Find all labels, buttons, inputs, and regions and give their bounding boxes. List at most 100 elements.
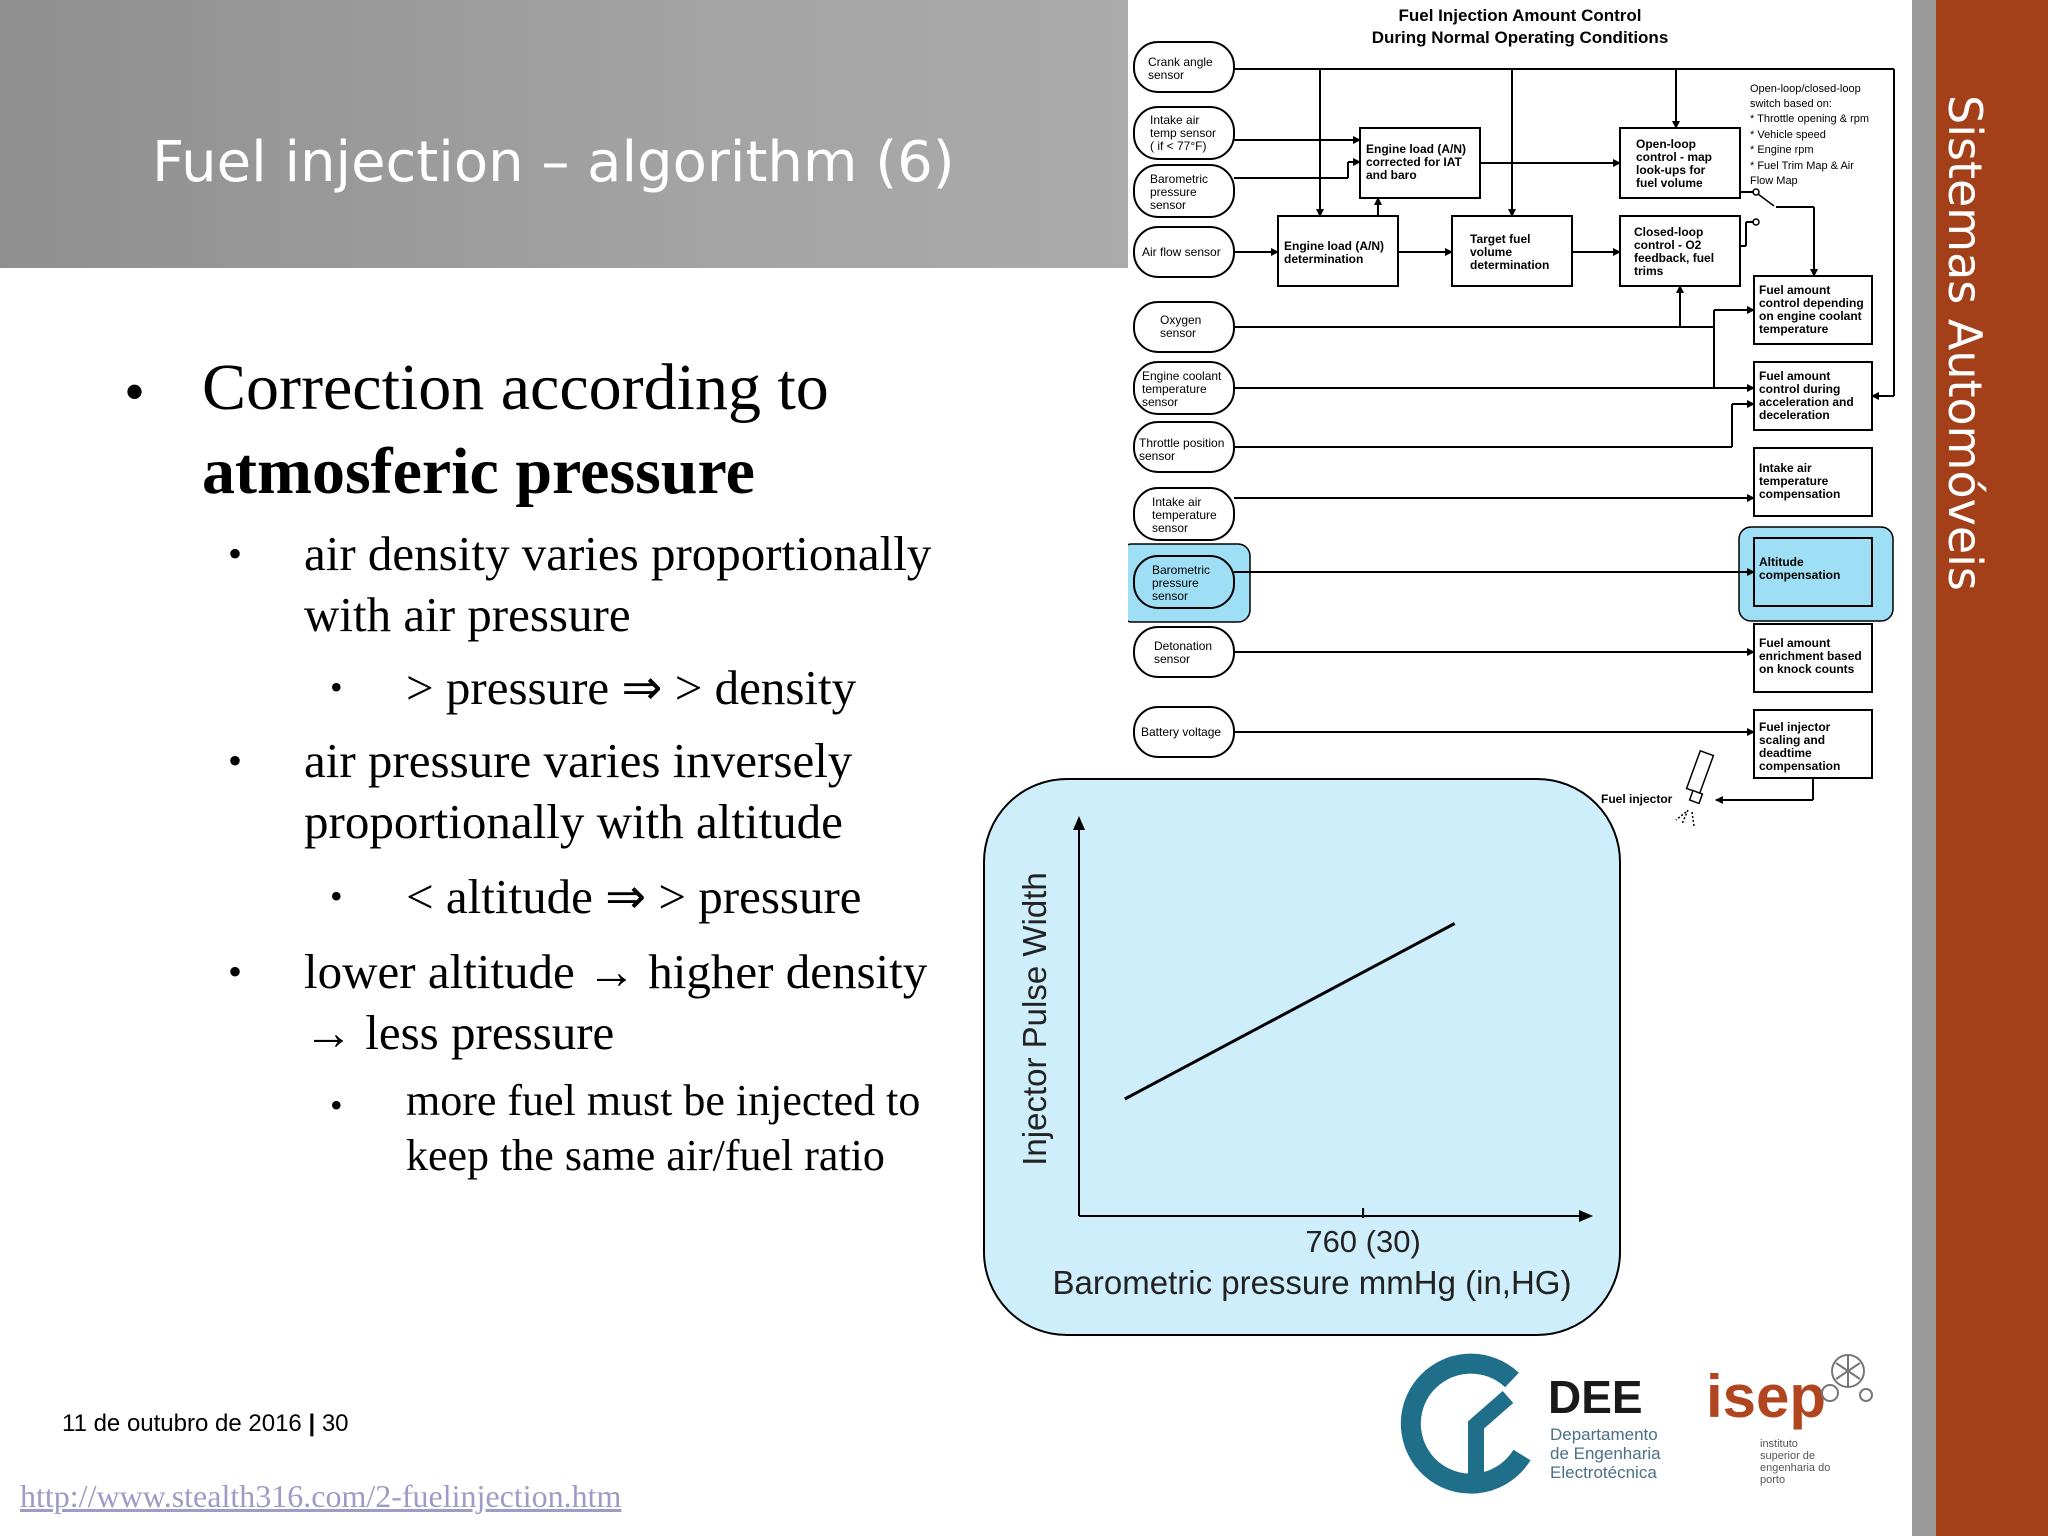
- svg-text:compensation: compensation: [1759, 568, 1840, 582]
- svg-text:look-ups for: look-ups for: [1636, 163, 1706, 177]
- svg-text:and baro: and baro: [1366, 168, 1417, 182]
- sensor-oxygen: Oxygen sensor: [1133, 301, 1235, 353]
- svg-text:Closed-loop: Closed-loop: [1634, 225, 1703, 239]
- svg-text:temperature: temperature: [1759, 322, 1829, 336]
- svg-text:determination: determination: [1470, 258, 1549, 272]
- bullet-dot: •: [330, 876, 343, 916]
- svg-text:temperature: temperature: [1142, 382, 1207, 396]
- bullet-text: keep the same air/fuel ratio: [406, 1131, 885, 1180]
- sensor-barometric-top: Barometric pressure sensor: [1133, 164, 1235, 218]
- svg-text:sensor: sensor: [1154, 652, 1190, 666]
- svg-text:Detonation: Detonation: [1154, 639, 1212, 653]
- svg-text:deceleration: deceleration: [1759, 408, 1830, 422]
- block-engine-load-corrected: Engine load (A/N) corrected for IAT and …: [1359, 127, 1481, 199]
- svg-text:sensor: sensor: [1150, 198, 1186, 212]
- isep-logo-sub: superior de: [1760, 1450, 1815, 1462]
- output-altitude-compensation: Altitude compensation: [1753, 537, 1873, 607]
- svg-text:Barometric: Barometric: [1150, 172, 1208, 186]
- svg-text:sensor: sensor: [1152, 589, 1188, 603]
- chart-x-tick-label: 760 (30): [1305, 1224, 1420, 1259]
- svg-text:Target fuel: Target fuel: [1470, 232, 1530, 246]
- sensor-crank-angle: Crank angle sensor: [1133, 41, 1235, 93]
- chart-series-line: [1124, 922, 1456, 1101]
- output-intake-air-temp-comp: Intake air temperature compensation: [1753, 447, 1873, 517]
- diagram-title: Fuel Injection Amount Control: [1398, 6, 1641, 25]
- slide-header: [0, 0, 1130, 268]
- bullet-text: with air pressure: [304, 587, 631, 642]
- slide-page-number: 30: [321, 1410, 349, 1437]
- svg-text:control during: control during: [1759, 382, 1840, 396]
- sensor-battery-voltage: Battery voltage: [1133, 706, 1235, 758]
- svg-text:control depending: control depending: [1759, 296, 1864, 310]
- svg-text:volume: volume: [1470, 245, 1512, 259]
- svg-text:Engine load (A/N): Engine load (A/N): [1366, 142, 1466, 156]
- bullet-dot: •: [124, 359, 146, 425]
- block-closed-loop: Closed-loop control - O2 feedback, fuel …: [1619, 215, 1741, 287]
- dee-logo-text: DEE: [1548, 1371, 1643, 1423]
- bullet-text: air density varies proportionally: [304, 526, 932, 581]
- sensor-air-flow: Air flow sensor: [1133, 226, 1235, 278]
- svg-text:* Engine rpm: * Engine rpm: [1750, 144, 1814, 156]
- fuel-injection-block-diagram: Fuel Injection Amount Control During Nor…: [1128, 0, 1912, 840]
- svg-text:temp sensor: temp sensor: [1150, 126, 1216, 140]
- svg-text:Flow Map: Flow Map: [1750, 175, 1798, 187]
- block-engine-load-determination: Engine load (A/N) determination: [1277, 215, 1399, 287]
- svg-text:* Throttle opening & rpm: * Throttle opening & rpm: [1750, 113, 1869, 125]
- sensor-throttle-position: Throttle position sensor: [1133, 421, 1235, 473]
- svg-text:pressure: pressure: [1150, 185, 1197, 199]
- sensor-barometric-pressure: Barometric pressure sensor: [1133, 555, 1235, 609]
- bullet-text: air pressure varies inversely: [304, 733, 853, 788]
- svg-text:Fuel amount: Fuel amount: [1759, 283, 1830, 297]
- svg-text:acceleration and: acceleration and: [1759, 395, 1854, 409]
- dee-logo-sub: Electrotécnica: [1550, 1463, 1657, 1482]
- bullet-list: • Correction according to atmosferic pre…: [0, 0, 1000, 1200]
- isep-logo-sub: engenharia do: [1760, 1462, 1830, 1474]
- svg-text:enrichment based: enrichment based: [1759, 649, 1862, 663]
- svg-text:scaling and: scaling and: [1759, 733, 1825, 747]
- svg-text:feedback, fuel: feedback, fuel: [1634, 251, 1714, 265]
- svg-text:temperature: temperature: [1152, 508, 1217, 522]
- svg-text:on knock counts: on knock counts: [1759, 662, 1855, 676]
- logos: DEE Departamento de Engenharia Electroté…: [1400, 1353, 1873, 1494]
- svg-text:Throttle position: Throttle position: [1139, 436, 1224, 450]
- bullet-dot: •: [330, 1085, 343, 1125]
- diagram-connectors: [1234, 68, 1895, 804]
- slide-footer: 11 de outubro de 2016 | 30: [62, 1410, 349, 1438]
- sidebar-divider: [1912, 0, 1936, 1536]
- svg-text:Open-loop: Open-loop: [1636, 137, 1696, 151]
- bullet-text-bold: atmosferic pressure: [202, 435, 755, 508]
- svg-text:pressure: pressure: [1152, 576, 1199, 590]
- output-injector-scaling: Fuel injector scaling and deadtime compe…: [1753, 709, 1873, 779]
- svg-text:deadtime: deadtime: [1759, 746, 1812, 760]
- bullet-text: → less pressure: [304, 1005, 615, 1060]
- svg-text:Battery voltage: Battery voltage: [1141, 725, 1221, 739]
- sidebar-band: [1936, 0, 2048, 1536]
- svg-text:Intake air: Intake air: [1152, 495, 1201, 509]
- dee-logo-sub: de Engenharia: [1550, 1444, 1661, 1463]
- svg-text:Fuel amount: Fuel amount: [1759, 636, 1830, 650]
- svg-text:sensor: sensor: [1160, 326, 1196, 340]
- bullet-dot: •: [228, 949, 243, 994]
- pulse-width-chart: 760 (30) Barometric pressure mmHg (in,HG…: [1016, 816, 1593, 1301]
- bullet-text: > pressure ⇒ > density: [406, 660, 857, 715]
- isep-logo-sub: porto: [1760, 1474, 1785, 1486]
- svg-text:Intake air: Intake air: [1759, 461, 1812, 475]
- svg-text:control - map: control - map: [1636, 150, 1712, 164]
- svg-text:Air flow sensor: Air flow sensor: [1142, 245, 1221, 259]
- diagram-title: During Normal Operating Conditions: [1372, 28, 1669, 47]
- sidebar-label: Sistemas Automóveis: [1938, 95, 1992, 591]
- svg-text:switch based on:: switch based on:: [1750, 98, 1832, 110]
- svg-text:sensor: sensor: [1152, 521, 1188, 535]
- isep-logo-text: isep: [1706, 1363, 1826, 1430]
- dee-logo-icon: [1400, 1353, 1531, 1494]
- svg-text:* Fuel Trim Map & Air: * Fuel Trim Map & Air: [1750, 160, 1854, 172]
- svg-text:Crank angle: Crank angle: [1148, 55, 1213, 69]
- isep-logo-sub: instituto: [1760, 1438, 1798, 1450]
- svg-text:temperature: temperature: [1759, 474, 1829, 488]
- source-link[interactable]: http://www.stealth316.com/2-fuelinjectio…: [20, 1478, 622, 1514]
- svg-text:sensor: sensor: [1139, 449, 1175, 463]
- sensor-intake-air-temperature: Intake air temperature sensor: [1133, 487, 1235, 541]
- isep-emblem-icon: [1821, 1354, 1873, 1402]
- fuel-injector-label: Fuel injector: [1601, 792, 1673, 806]
- bullet-dot: •: [228, 531, 243, 576]
